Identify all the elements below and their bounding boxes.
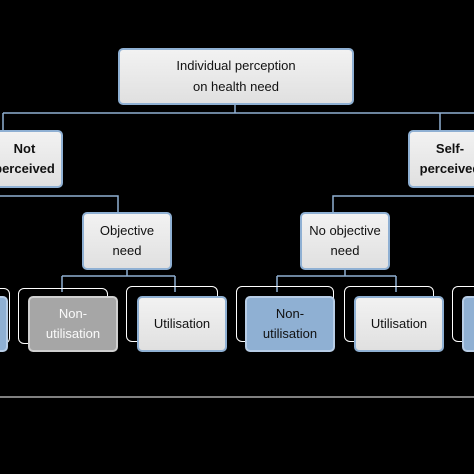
root-node: Individual perception on health need: [118, 48, 354, 105]
leaf-non-utilisation-right: Non- utilisation: [245, 296, 335, 352]
no-objective-need-node-label: No objective need: [309, 222, 381, 258]
leaf-partial-left: [0, 296, 8, 352]
connector-objective-to-leaves: [61, 269, 176, 292]
root-node-label: Individual perception on health need: [176, 58, 296, 94]
objective-need-node: Objective need: [82, 212, 172, 270]
leaf-non-utilisation-left: Non- utilisation: [28, 296, 118, 352]
leaf-utilisation-left: Utilisation: [137, 296, 227, 352]
objective-need-node-label: Objective need: [99, 222, 155, 258]
connector-notperceived-to-objective: [0, 195, 119, 212]
connector-selfperceived-to-noobjective: [332, 195, 474, 212]
no-objective-need-node: No objective need: [300, 212, 390, 270]
leaf-utilisation-right: Utilisation: [354, 296, 444, 352]
connector-root-to-children: [2, 104, 474, 130]
leaf-non-utilisation-left-label: Non- utilisation: [45, 305, 101, 341]
self-perceived-node: Self- perceived: [408, 130, 474, 188]
leaf-utilisation-right-label: Utilisation: [370, 315, 428, 331]
leaf-non-utilisation-right-label: Non- utilisation: [262, 305, 318, 341]
leaf-partial-right: [462, 296, 474, 352]
leaf-utilisation-left-label: Utilisation: [153, 315, 211, 331]
self-perceived-node-label: Self- perceived: [419, 140, 474, 176]
not-perceived-node: Not perceived: [0, 130, 63, 188]
not-perceived-node-label: Not perceived: [0, 140, 55, 176]
connector-noobjective-to-leaves: [276, 269, 397, 292]
